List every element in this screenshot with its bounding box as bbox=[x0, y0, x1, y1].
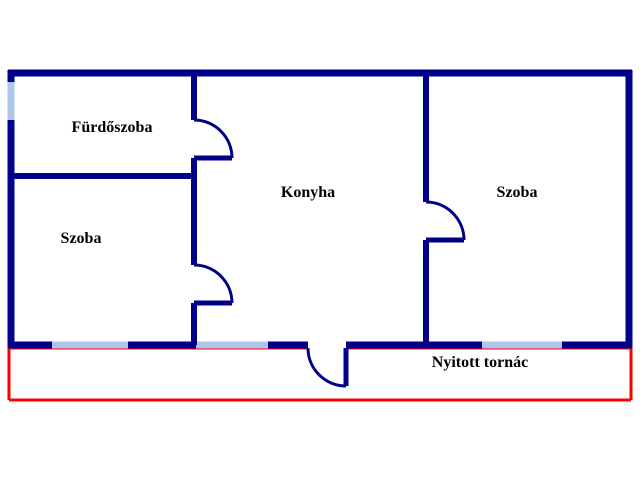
room-label-room-left: Szoba bbox=[60, 230, 102, 247]
interior-walls bbox=[11, 73, 429, 345]
door-bathroom bbox=[193, 118, 234, 161]
windows bbox=[7, 82, 562, 349]
outer-walls bbox=[7, 69, 633, 349]
room-label-bathroom: Fürdőszoba bbox=[71, 119, 153, 136]
room-label-kitchen: Konyha bbox=[280, 184, 336, 201]
room-label-room-right: Szoba bbox=[496, 184, 538, 201]
room-label-porch: Nyitott tornác bbox=[431, 354, 529, 371]
door-entrance bbox=[306, 347, 349, 388]
door-room-left bbox=[193, 263, 234, 306]
door-room-right bbox=[425, 200, 466, 243]
